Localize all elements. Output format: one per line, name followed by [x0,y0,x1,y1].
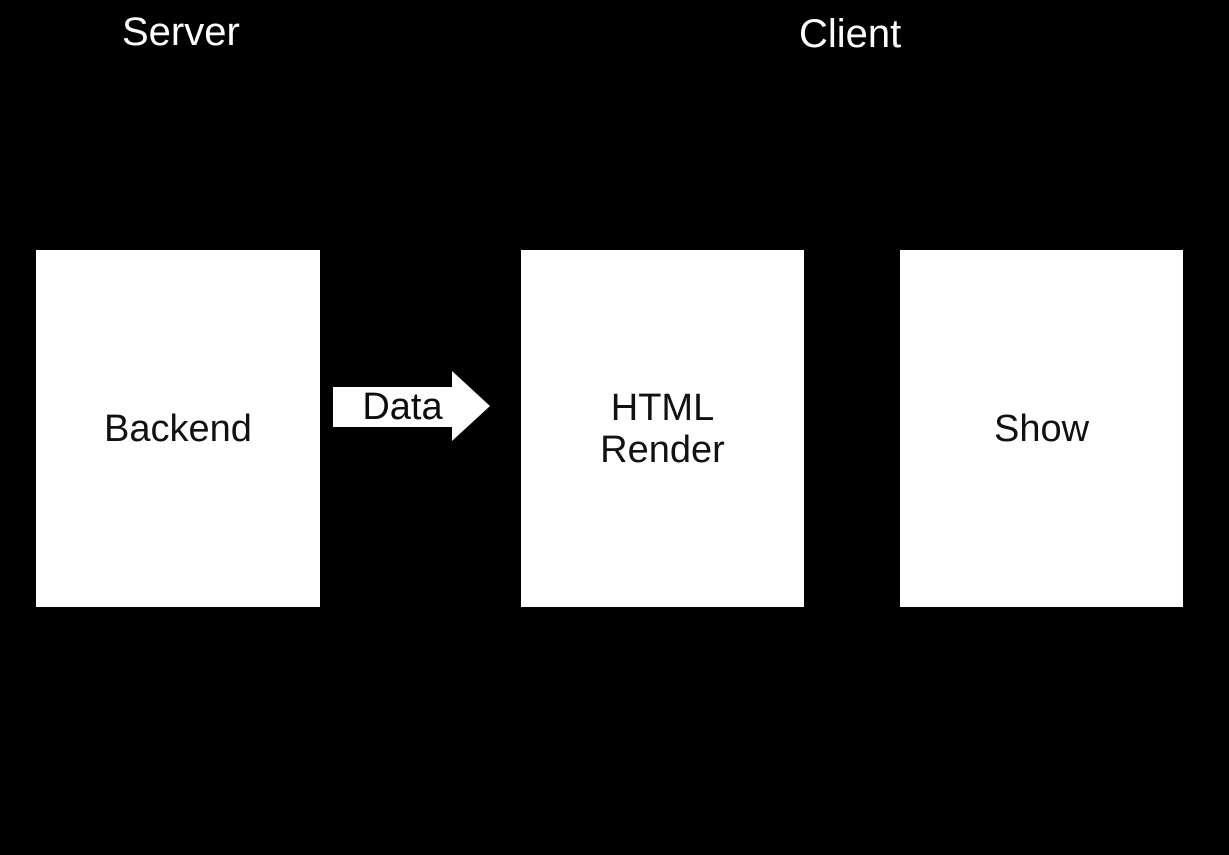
backend-box-label: Backend [104,407,252,450]
html-render-box-label-line2: Render [600,428,725,471]
html-render-box-label: HTML Render [600,387,725,471]
html-render-box: HTML Render [521,250,804,607]
html-render-box-label-line1: HTML [610,386,715,429]
arrow-right-icon [333,371,490,441]
show-box-label: Show [993,407,1090,450]
show-box: Show [900,250,1183,607]
backend-box: Backend [36,250,320,607]
client-section-label: Client [799,12,902,56]
server-section-label: Server [122,10,240,54]
data-arrow-label: Data [362,386,443,428]
